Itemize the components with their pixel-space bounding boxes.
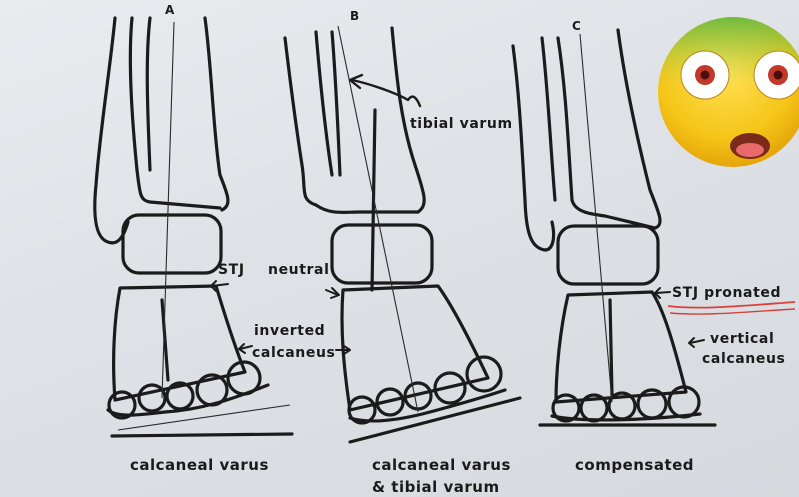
panel-b-axis bbox=[337, 25, 419, 413]
panel-a-talus bbox=[121, 213, 223, 275]
inverted-arrow-left bbox=[238, 343, 253, 354]
panel-b-letter: B bbox=[350, 9, 359, 23]
panel-b-plantar bbox=[348, 388, 507, 423]
astonished-face-emoji-icon bbox=[658, 17, 799, 167]
stj-pronated-underline bbox=[669, 308, 796, 315]
panel-a-fibula bbox=[93, 16, 130, 245]
panel-b-calcaneus bbox=[340, 284, 490, 412]
calcaneus-label: calcaneus bbox=[252, 345, 335, 361]
panel-b-tibia-left bbox=[330, 30, 342, 177]
panel-a-ball bbox=[107, 390, 137, 420]
panel-a-calcaneus bbox=[112, 284, 247, 402]
panel-c-fibula bbox=[511, 44, 556, 252]
panel-b-tibial-line bbox=[370, 108, 377, 292]
panel-a-tibia-right bbox=[203, 16, 230, 212]
panel-c-tibia-left bbox=[556, 36, 574, 202]
panel-b-ball bbox=[433, 371, 467, 405]
panel-b-ball bbox=[375, 387, 405, 417]
panel-c-axis bbox=[579, 33, 613, 403]
panel-a-letter: A bbox=[165, 3, 175, 17]
panel-c-plantar bbox=[550, 412, 702, 422]
panel-c-tibia-right bbox=[616, 28, 662, 230]
stj-label: STJ bbox=[218, 262, 245, 278]
vertical-arrow bbox=[688, 337, 705, 348]
panel-b: B tibial varum neutral calcaneal varus &… bbox=[268, 9, 522, 496]
panel-b-fibula bbox=[283, 36, 318, 207]
panel-c-caption: compensated bbox=[575, 456, 694, 474]
neutral-arrow bbox=[325, 287, 340, 299]
panel-a-calcaneus-line bbox=[160, 298, 170, 382]
panel-a: A STJ inverted calcaneus calcaneal varus bbox=[93, 3, 335, 474]
panel-c-calcaneus bbox=[554, 290, 688, 404]
panel-b-ball bbox=[403, 381, 433, 411]
tibial-varum-arrowhead bbox=[348, 73, 364, 90]
panel-c: C STJ pronated vertical calcaneus compen… bbox=[511, 19, 796, 474]
panel-c-talus bbox=[556, 224, 660, 286]
panel-a-plantar bbox=[106, 383, 270, 417]
panel-c-fibula-inner bbox=[540, 36, 557, 202]
panel-b-ground bbox=[348, 396, 522, 444]
panel-b-caption: calcaneal varus bbox=[372, 456, 511, 474]
panel-c-letter: C bbox=[572, 19, 581, 33]
stj-pronated-underline bbox=[667, 301, 796, 309]
panel-a-ball bbox=[137, 383, 167, 413]
panel-c-tibia-base bbox=[570, 198, 657, 230]
panel-b-tibia-base bbox=[314, 203, 420, 215]
panel-a-ground bbox=[110, 432, 294, 438]
panel-b-ball bbox=[465, 355, 503, 393]
vertical-calcaneus-label: calcaneus bbox=[702, 351, 785, 367]
panel-a-tibia-left bbox=[145, 16, 152, 172]
tibial-varum-arrow bbox=[350, 78, 422, 108]
panel-a-tibia-base bbox=[135, 168, 222, 210]
panel-b-talus bbox=[330, 223, 434, 285]
panel-b-caption-line2: & tibial varum bbox=[372, 478, 500, 496]
panel-c-calcaneus-line bbox=[608, 298, 614, 397]
stj-pronated-label: STJ pronated bbox=[672, 285, 781, 301]
panel-b-tibia-right bbox=[390, 26, 426, 214]
neutral-label: neutral bbox=[268, 262, 329, 278]
vertical-label: vertical bbox=[710, 331, 774, 347]
panel-b-ball bbox=[347, 395, 377, 425]
tibial-varum-label: tibial varum bbox=[410, 116, 513, 132]
panel-c-ball bbox=[551, 393, 581, 423]
panel-b-fibula-inner bbox=[314, 30, 334, 177]
panel-a-fibula-inner bbox=[128, 16, 139, 172]
inverted-label: inverted bbox=[254, 323, 325, 339]
panel-a-forefoot-slope bbox=[117, 404, 291, 431]
stj-pronated-arrow bbox=[654, 287, 671, 299]
stj-arrow bbox=[210, 280, 229, 292]
panel-a-axis bbox=[161, 21, 175, 399]
inverted-arrow-right bbox=[335, 345, 351, 355]
panel-a-caption: calcaneal varus bbox=[130, 456, 269, 474]
